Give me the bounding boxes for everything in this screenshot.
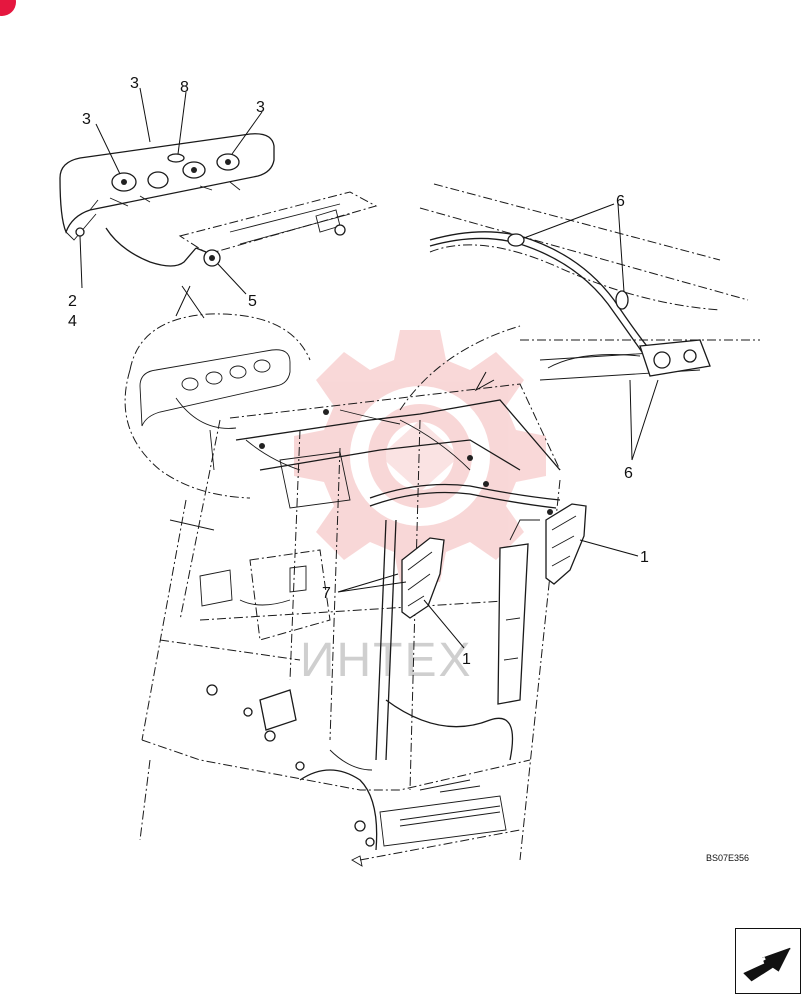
mounting-rail [178,191,378,267]
switch-panel-right [509,503,587,585]
callouts: 3 8 3 3 2 4 5 6 6 7 1 1 [68,75,649,668]
callout-7: 7 [322,585,331,602]
detail-circle-left [124,285,311,499]
leader-lines [79,87,659,649]
detail-view-right [399,183,760,411]
callout-3-right: 3 [256,99,265,116]
next-page-button[interactable] [735,928,801,994]
switch-panel-center [401,537,445,619]
next-page-arrow-icon [743,947,791,982]
callout-5: 5 [248,293,257,310]
watermark-gear [294,330,546,582]
callout-3-left: 3 [82,111,91,128]
callout-2: 3 [130,75,139,92]
watermark-text: ИНТЕХ [300,634,473,687]
pillar-harness [239,519,529,851]
roof-beam [235,399,561,515]
callout-4: 4 [68,313,77,330]
drawing-code: BS07E356 [706,853,749,863]
callout-3-bottom: 2 [68,293,77,310]
callout-6-top: 6 [616,193,625,210]
callout-6-bottom: 6 [624,465,633,482]
callout-1-right: 1 [640,549,649,566]
instrument-cluster-top [59,133,275,267]
callout-1-center: 1 [462,651,471,668]
frame-brackets [169,429,363,867]
callout-8: 8 [180,79,189,96]
